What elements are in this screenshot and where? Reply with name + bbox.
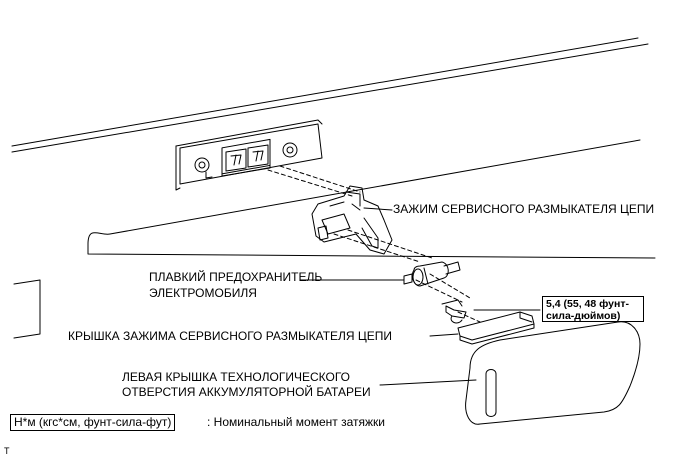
torque-spec-box: 5,4 (55, 48 фунт- сила-дюймов) — [542, 296, 644, 322]
torque-spec-line1: 5,4 (55, 48 фунт- — [546, 298, 629, 310]
alignment-dashed-lines — [267, 165, 481, 323]
figure-code: T — [4, 446, 10, 456]
torque-legend-description: : Номинальный момент затяжки — [207, 415, 385, 429]
fuse-label-line1: ПЛАВКИЙ ПРЕДОХРАНИТЕЛЬ — [149, 270, 323, 284]
clamp-cover — [457, 311, 535, 345]
battery-cover-label-line1: ЛЕВАЯ КРЫШКА ТЕХНОЛОГИЧЕСКОГО — [122, 370, 350, 384]
fuse-label-line2: ЭЛЕКТРОМОБИЛЯ — [149, 286, 257, 300]
battery-cover-label-line2: ОТВЕРСТИЯ АККУМУЛЯТОРНОЙ БАТАРЕИ — [122, 385, 371, 399]
battery-service-hole-cover — [465, 321, 641, 425]
body-panel-lines — [11, 37, 656, 259]
service-plug-receptacle — [175, 119, 323, 191]
service-plug-clamp — [311, 185, 393, 255]
fuse-link — [403, 261, 461, 287]
body-edge-bracket — [13, 279, 41, 339]
bolt — [441, 299, 467, 324]
clamp-label: ЗАЖИМ СЕРВИСНОГО РАЗМЫКАТЕЛЯ ЦЕПИ — [393, 202, 655, 216]
leader-lines — [299, 207, 541, 386]
clamp-cover-label: КРЫШКА ЗАЖИМА СЕРВИСНОГО РАЗМЫКАТЕЛЯ ЦЕП… — [68, 329, 393, 343]
torque-unit-legend-box: Н*м (кгс*см, фунт-сила-фут) — [10, 414, 176, 431]
torque-spec-line2: сила-дюймов) — [546, 310, 621, 322]
